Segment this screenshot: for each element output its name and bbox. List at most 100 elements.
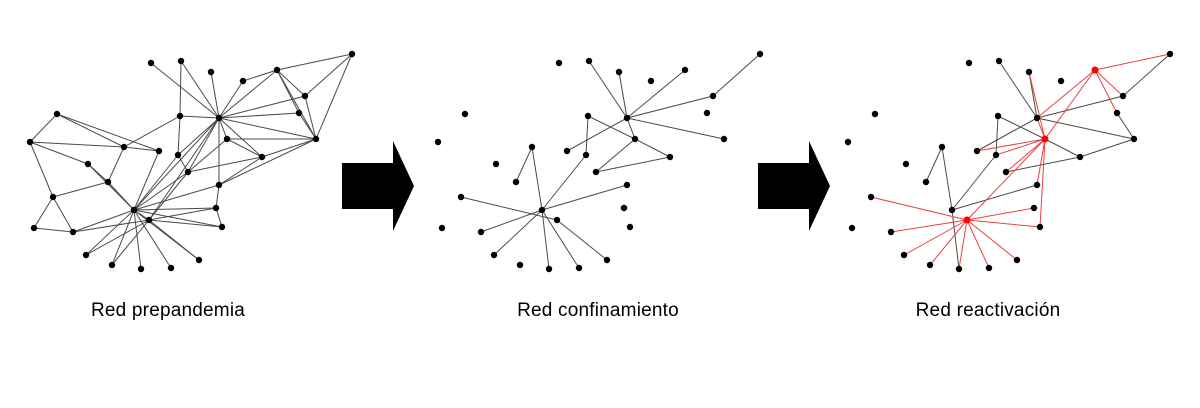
network-node xyxy=(647,77,655,85)
network-node xyxy=(1166,50,1174,58)
network-edge xyxy=(626,117,636,140)
network-edge xyxy=(712,53,761,97)
network-edge xyxy=(998,60,1038,119)
network-node xyxy=(312,135,320,143)
network-node xyxy=(108,261,116,269)
network-edge xyxy=(995,115,999,156)
network-edge xyxy=(187,138,228,173)
network-node xyxy=(938,143,946,151)
network-node xyxy=(239,77,247,85)
network-edge xyxy=(148,117,220,221)
network-node xyxy=(994,112,1002,120)
network-node xyxy=(438,224,446,232)
network-edge xyxy=(123,146,160,152)
network-edge xyxy=(1028,71,1046,140)
network-edge xyxy=(33,227,74,233)
network-node xyxy=(218,223,226,231)
network-edge xyxy=(133,171,189,211)
network-node xyxy=(955,265,963,273)
network-node xyxy=(49,193,57,201)
network-edge xyxy=(150,62,220,119)
network-node xyxy=(516,261,524,269)
network-node xyxy=(53,110,61,118)
network-edge xyxy=(276,53,353,71)
network-edge xyxy=(966,138,1046,221)
network-edge xyxy=(133,207,217,211)
network-edge xyxy=(1116,112,1135,140)
network-node xyxy=(973,147,981,155)
network-edge xyxy=(1044,138,1081,158)
network-node xyxy=(681,66,689,74)
network-edge xyxy=(133,209,172,269)
network-edge xyxy=(626,69,686,119)
network-edge xyxy=(1044,69,1096,140)
network-edge xyxy=(1036,69,1096,119)
network-node xyxy=(212,204,220,212)
network-node xyxy=(887,228,895,236)
network-edge xyxy=(215,207,223,228)
network-edge xyxy=(276,69,317,140)
network-edge xyxy=(966,219,1041,228)
network-node xyxy=(434,138,442,146)
network-edge xyxy=(634,138,671,158)
network-edge xyxy=(123,115,181,148)
network-edge xyxy=(951,154,997,211)
network-edge xyxy=(177,117,220,156)
network-node xyxy=(603,256,611,264)
network-edge xyxy=(541,184,628,211)
network-edge xyxy=(218,69,278,119)
network-edge xyxy=(226,138,263,158)
network-node xyxy=(137,265,145,273)
network-edge xyxy=(218,117,228,140)
network-node xyxy=(1030,204,1038,212)
network-edge xyxy=(541,209,550,270)
network-edge xyxy=(133,209,142,270)
network-node-red xyxy=(1041,135,1049,143)
network-edge xyxy=(976,117,1038,152)
network-edge xyxy=(595,156,671,173)
network-node xyxy=(1076,153,1084,161)
network-node xyxy=(120,143,128,151)
network-node xyxy=(582,151,590,159)
network-node xyxy=(948,206,956,214)
network-node xyxy=(626,223,634,231)
network-node xyxy=(1036,223,1044,231)
network-node xyxy=(490,251,498,259)
network-edge xyxy=(29,141,89,165)
network-edge xyxy=(85,219,150,256)
network-edge xyxy=(133,209,223,228)
network-edge xyxy=(52,196,74,233)
network-edge xyxy=(304,95,317,140)
network-edge xyxy=(187,117,220,173)
network-node xyxy=(575,264,583,272)
network-node xyxy=(26,138,34,146)
network-node xyxy=(295,109,303,117)
network-edge xyxy=(133,184,220,211)
network-node xyxy=(867,193,875,201)
network-node xyxy=(553,216,561,224)
network-edge xyxy=(566,117,628,152)
network-edge xyxy=(515,146,533,183)
network-edge xyxy=(218,80,244,119)
network-node xyxy=(1113,109,1121,117)
network-edge xyxy=(541,154,587,211)
network-node xyxy=(174,151,182,159)
network-edge xyxy=(903,219,968,256)
network-node xyxy=(512,178,520,186)
network-node xyxy=(592,168,600,176)
network-node xyxy=(703,109,711,117)
network-edge xyxy=(941,146,953,211)
network-node xyxy=(84,160,92,168)
network-edge xyxy=(595,138,636,173)
network-node-red xyxy=(963,216,971,224)
network-edge xyxy=(218,95,306,119)
network-node xyxy=(1130,135,1138,143)
network-node xyxy=(145,216,153,224)
network-edge xyxy=(148,219,223,228)
network-edge xyxy=(242,69,278,82)
network-edge xyxy=(215,184,220,209)
network-node xyxy=(176,112,184,120)
network-node xyxy=(273,66,281,74)
network-node xyxy=(985,264,993,272)
network-node xyxy=(848,224,856,232)
